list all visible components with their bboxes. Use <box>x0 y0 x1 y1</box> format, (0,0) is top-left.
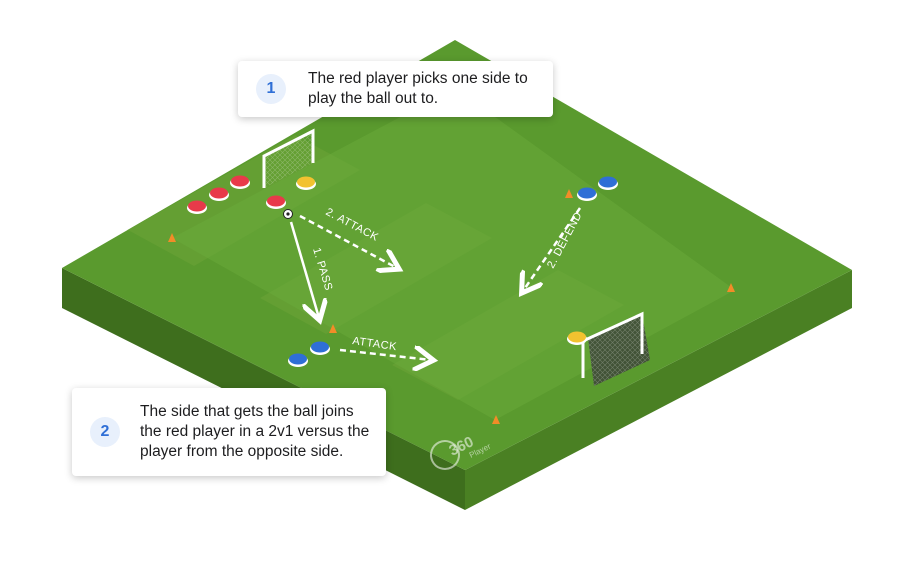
callout-line: player from the opposite side. <box>140 443 344 460</box>
pass-arrow <box>289 221 319 318</box>
attack-arrow-bottom <box>339 350 431 360</box>
brand-logo: 360 Player <box>430 433 492 470</box>
cone-icon <box>329 324 337 333</box>
pitch-right-face <box>465 270 852 510</box>
cone-icon <box>492 415 500 424</box>
callout-step-2: 2 The side that gets the ball joins the … <box>72 388 386 476</box>
goal-bottom-right <box>581 311 650 386</box>
yellow-player <box>567 331 587 345</box>
blue-player <box>310 341 330 355</box>
callout-line: The side that gets the ball joins <box>140 403 354 420</box>
red-player <box>266 195 286 209</box>
players <box>187 175 618 367</box>
cone-icon <box>168 233 176 242</box>
callout-line: play the ball out to. <box>308 90 439 107</box>
callout-text: The side that gets the ball joins the re… <box>140 402 369 462</box>
goal-icon <box>264 131 313 188</box>
cone-icon <box>727 283 735 292</box>
blue-player <box>577 187 597 201</box>
callout-line: The red player picks one side to <box>308 70 528 87</box>
red-player <box>230 175 250 189</box>
step-number-badge: 1 <box>256 74 286 104</box>
goal-top-left <box>262 128 315 188</box>
red-player <box>187 200 207 214</box>
callout-text: The red player picks one side to play th… <box>308 69 528 109</box>
blue-player <box>288 353 308 367</box>
cone-icon <box>565 189 573 198</box>
callout-step-1: 1 The red player picks one side to play … <box>238 61 553 117</box>
defend-arrow <box>523 207 582 291</box>
step-number-badge: 2 <box>90 417 120 447</box>
attack-arrow-top <box>299 214 397 268</box>
yellow-player <box>296 176 316 190</box>
callout-line: the red player in a 2v1 versus the <box>140 423 370 440</box>
blue-player <box>598 176 618 190</box>
red-player <box>209 187 229 201</box>
ball-icon <box>283 209 293 219</box>
cones <box>168 189 735 424</box>
arrows <box>289 207 582 360</box>
